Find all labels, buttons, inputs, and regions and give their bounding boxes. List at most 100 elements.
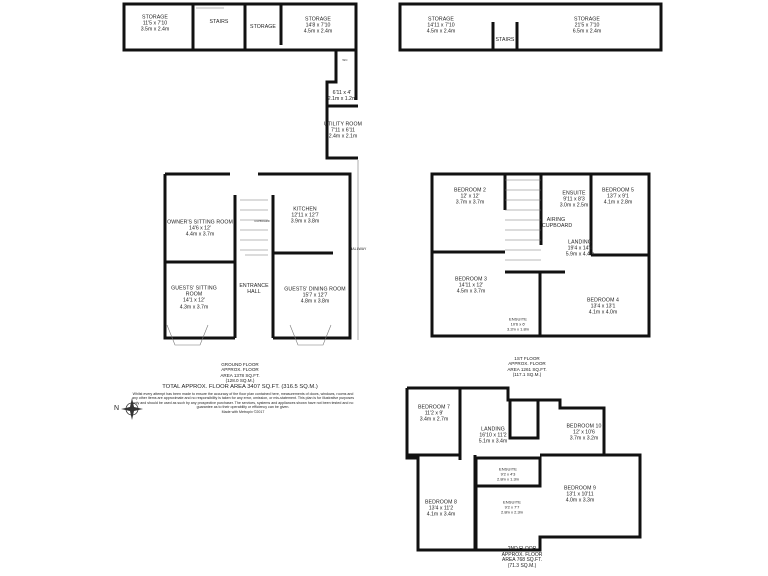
room-size-imperial: 9'11 x 8'3 — [563, 196, 585, 203]
room-label: AIRING CUPBOARD — [542, 216, 573, 229]
room-name: BEDROOM 7 — [417, 404, 451, 411]
room-size-metric: 4.3m x 3.7m — [179, 304, 209, 311]
room-label: STAIRS — [210, 19, 229, 25]
room-size-metric: 3.0m x 2.5m — [559, 203, 589, 210]
room-label: STAIRS — [496, 37, 515, 43]
room-size-imperial: 9'2 x 4'3 — [500, 471, 516, 477]
room-name: BEDROOM 10 — [566, 423, 602, 430]
total-area: TOTAL APPROX. FLOOR AREA 3407 SQ.FT. (31… — [162, 384, 318, 390]
room-size-imperial: 13'1 x 10'11 — [566, 491, 594, 498]
room-size-metric: 4.1m x 4.0m — [588, 310, 618, 317]
made-with: Made with Metropix ©2017 — [221, 409, 265, 414]
room-name: LANDING — [481, 426, 505, 433]
room-size-metric: 2.1m x 1.2m — [327, 96, 357, 102]
room-size-metric: 4.5m x 2.4m — [426, 29, 456, 36]
room-name: ENTRANCE HALL — [239, 282, 269, 295]
caption-line: APPROX. FLOOR — [508, 361, 546, 367]
room-size-imperial: 14'1 x 12' — [183, 298, 205, 304]
room-size-metric: 2.8m x 1.3m — [496, 476, 520, 482]
room-size-imperial: 14'11 x 12' — [458, 282, 484, 289]
room-label: HALLWAY — [350, 246, 367, 252]
first-floor-caption: 1ST FLOOR APPROX. FLOOR AREA 1261 SQ.FT.… — [507, 356, 546, 378]
room-name: LANDING — [568, 239, 592, 246]
room-size-imperial: 6'11 x 4' — [332, 89, 352, 96]
room-size-metric: 5.9m x 4.4m — [565, 252, 595, 259]
room-name: HALLWAY — [349, 246, 367, 251]
room-size-metric: 4.1m x 2.8m — [603, 200, 633, 207]
room-name: ENSUITE — [502, 499, 522, 505]
caption-line: 2ND FLOOR — [507, 546, 537, 552]
room-size-imperial: 12'11 x 12'7 — [291, 212, 319, 219]
room-name: BEDROOM 3 — [454, 276, 488, 283]
caption-line: AREA 1261 SQ.FT. — [507, 366, 547, 372]
room-size-imperial: 12' x 10'6 — [573, 429, 595, 436]
room-label: WC — [342, 57, 347, 63]
room-name: BEDROOM 9 — [563, 485, 597, 492]
caption-line: (71.3 SQ.M.) — [507, 562, 537, 569]
compass-north-label: N — [114, 405, 120, 412]
room-name: OWNER'S SITTING ROOM — [167, 219, 233, 226]
room-name: AIRING CUPBOARD — [542, 216, 573, 229]
caption-line: (117.1 SQ.M.) — [512, 372, 542, 378]
room-name: GUESTS' SITTING ROOM — [171, 285, 217, 298]
room-size-metric: 4.1m x 3.4m — [426, 512, 456, 519]
room-label: CUPBOARD — [254, 219, 270, 225]
room-size-metric: 4.8m x 3.8m — [300, 299, 330, 306]
second-floor-caption: 2ND FLOOR APPROX. FLOOR AREA 768 SQ.FT. … — [501, 546, 543, 569]
caption-line: GROUND FLOOR — [221, 362, 259, 367]
room-name: STAIRS — [209, 18, 229, 25]
caption-line: APPROX. FLOOR — [501, 551, 543, 558]
room-size-metric: 3.2m x 1.8m — [506, 326, 530, 332]
room-size-metric: 3.7m x 3.7m — [455, 200, 485, 207]
room-name: BEDROOM 2 — [453, 187, 487, 194]
room-size-metric: 3.9m x 3.8m — [290, 219, 320, 226]
room-name: STORAGE — [142, 14, 168, 21]
room-size-metric: 3.5m x 2.4m — [140, 27, 170, 34]
room-label: ENTRANCE HALL — [236, 283, 272, 295]
room-label: STORAGE — [250, 24, 276, 30]
room-name: ENSUITE — [508, 316, 528, 322]
room-size-imperial: 11'5 x 7'10 — [142, 20, 168, 27]
room-name: WC — [342, 57, 348, 62]
room-size-imperial: 7'11 x 6'11 — [331, 127, 355, 134]
room-name: STORAGE — [574, 16, 600, 23]
room-size-metric: 6.5m x 2.4m — [572, 29, 602, 36]
room-size-metric: 2.8m x 2.3m — [500, 509, 524, 515]
caption-line: AREA 1378 SQ.FT. — [220, 372, 260, 378]
room-name: UTILITY ROOM — [324, 121, 362, 128]
room-size-metric: 5.1m x 3.4m — [478, 439, 508, 446]
room-size-imperial: 19'4 x 14'4 — [567, 245, 593, 252]
room-size-metric: 4.4m x 3.7m — [185, 232, 215, 239]
room-name: CUPBOARD — [254, 219, 270, 223]
room-name: STORAGE — [250, 23, 276, 30]
room-size-imperial: 15'7 x 12'7 — [302, 292, 328, 299]
room-size-metric: 3.4m x 2.7m — [419, 417, 449, 424]
room-size-imperial: 13'4 x 13'1 — [590, 303, 616, 310]
room-size-imperial: 11'2 x 9' — [424, 410, 444, 417]
compass-rose-icon: N — [114, 396, 144, 422]
disclaimer-text: Whilst every attempt has been made to en… — [131, 392, 355, 410]
room-size-metric: 3.7m x 3.2m — [569, 436, 599, 443]
room-name: ENSUITE — [498, 466, 518, 472]
caption-line: 1ST FLOOR — [514, 356, 540, 361]
room-size-metric: 4.0m x 3.3m — [565, 498, 595, 505]
